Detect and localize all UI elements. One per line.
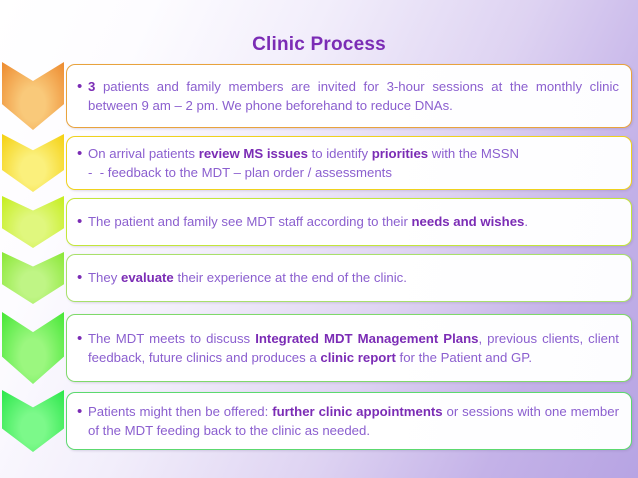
bullet-icon: •	[77, 269, 83, 287]
chevron-arrow-icon-4	[2, 252, 64, 304]
bullet-line: • 3 patients and family members are invit…	[75, 77, 621, 116]
bullet-icon: •	[77, 402, 83, 420]
bullet-icon: •	[77, 144, 83, 162]
process-step-card-6[interactable]: • Patients might then be offered: further…	[66, 392, 632, 450]
bullet-line: • The MDT meets to discuss Integrated MDT…	[75, 329, 621, 368]
bullet-line: • They evaluate their experience at the e…	[75, 268, 621, 288]
chevron-arrow-icon-5	[2, 312, 64, 384]
page-title: Clinic Process	[252, 34, 386, 55]
process-step-1: • 3 patients and family members are invit…	[0, 62, 638, 130]
bullet-line: • Patients might then be offered: further…	[75, 402, 621, 441]
chevron-arrow-icon-6	[2, 390, 64, 452]
bullet-icon: •	[77, 77, 83, 95]
process-step-text-2: On arrival patients review MS issues to …	[88, 145, 520, 181]
process-step-card-1[interactable]: • 3 patients and family members are invit…	[66, 64, 632, 128]
process-step-card-2[interactable]: • On arrival patients review MS issues to…	[66, 136, 632, 190]
process-step-card-4[interactable]: • They evaluate their experience at the e…	[66, 254, 632, 302]
chevron-arrow-icon-2	[2, 134, 64, 192]
process-step-text-6: Patients might then be offered: further …	[88, 403, 619, 439]
process-step-3: • The patient and family see MDT staff ac…	[0, 196, 638, 248]
process-step-text-5: The MDT meets to discuss Integrated MDT …	[88, 330, 619, 366]
process-step-text-3: The patient and family see MDT staff acc…	[88, 214, 529, 230]
process-step-card-5[interactable]: • The MDT meets to discuss Integrated MDT…	[66, 314, 632, 382]
bullet-line: • On arrival patients review MS issues to…	[75, 144, 621, 183]
process-step-text-4: They evaluate their experience at the en…	[88, 270, 407, 286]
process-step-5: • The MDT meets to discuss Integrated MDT…	[0, 312, 638, 384]
bullet-icon: •	[77, 329, 83, 347]
process-step-2: • On arrival patients review MS issues to…	[0, 134, 638, 192]
process-step-4: • They evaluate their experience at the e…	[0, 252, 638, 304]
chevron-arrow-icon-1	[2, 62, 64, 130]
chevron-arrow-icon-3	[2, 196, 64, 248]
process-step-6: • Patients might then be offered: further…	[0, 390, 638, 452]
bullet-icon: •	[77, 213, 83, 231]
bullet-line: • The patient and family see MDT staff ac…	[75, 212, 621, 232]
process-step-text-1: 3 patients and family members are invite…	[88, 78, 619, 114]
process-step-card-3[interactable]: • The patient and family see MDT staff ac…	[66, 198, 632, 246]
